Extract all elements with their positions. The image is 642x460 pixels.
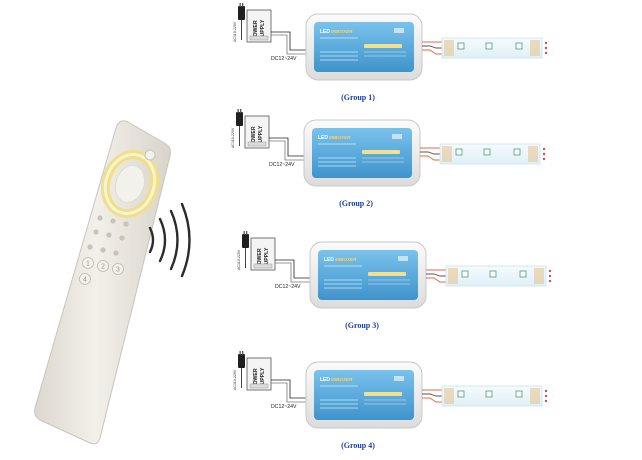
psu-label-line2: SUPPLY [260, 367, 266, 388]
led-strip [441, 37, 548, 59]
psu-label-line2: SUPPLY [258, 125, 264, 146]
output-wires [422, 41, 444, 55]
led-chip [513, 148, 521, 156]
controller-brand: MIBOXER [331, 29, 353, 34]
psu-label-line2: SUPPLY [264, 247, 270, 268]
psu-label-line1: POWER [251, 126, 257, 146]
keypad-key-4: 4 [79, 273, 91, 285]
output-wires [422, 389, 444, 403]
ac-input-label: AC110-220V [233, 21, 237, 42]
color-wheel [100, 150, 160, 218]
ac-input-label: AC110-220V [233, 369, 237, 390]
psu-label-line1: POWER [253, 20, 259, 40]
dc-output-label: DC12~24V [271, 56, 297, 62]
led-chip [457, 390, 465, 398]
group-label: (Group 2) [339, 199, 373, 208]
power-button [144, 149, 156, 161]
led-strip [441, 385, 548, 407]
group-label: (Group 1) [341, 93, 375, 102]
led-chip [455, 148, 463, 156]
led-chip [519, 270, 527, 278]
led-strip [445, 265, 552, 287]
keypad-key-2: 2 [97, 260, 109, 272]
output-wires [420, 147, 442, 161]
keypad-key-3: 3 [112, 263, 124, 275]
signal-waves-icon [148, 202, 191, 278]
controller-brand: MIBOXER [335, 257, 357, 262]
ac-input-label: AC110-220V [231, 127, 235, 148]
ac-input-label: AC110-220V [237, 249, 241, 270]
keypad-key-1: 1 [82, 257, 94, 269]
remote-keypad: 1 2 3 4 [79, 257, 124, 285]
psu-label-line1: POWER [253, 368, 259, 388]
psu-label-line2: SUPPLY [260, 19, 266, 40]
led-chip [483, 148, 491, 156]
keypad-key-label: 4 [83, 277, 87, 284]
psu-label-line1: POWER [257, 248, 263, 268]
plug-icon [236, 109, 243, 146]
dc-output-label: DC12~24V [275, 284, 301, 290]
led-chip [457, 42, 465, 50]
controller-brand: MIBOXER [329, 135, 351, 140]
plug-icon [238, 351, 245, 388]
controller-title: LED [320, 377, 330, 383]
keypad-key-label: 1 [86, 261, 90, 268]
controller-title: LED [324, 257, 334, 263]
dc-output-label: DC12~24V [271, 404, 297, 410]
controller-title: LED [320, 29, 330, 35]
keypad-key-label: 2 [101, 264, 105, 271]
output-wires [426, 269, 448, 283]
dc-output-label: DC12~24V [269, 162, 295, 168]
group-label: (Group 4) [341, 441, 375, 450]
led-chip [485, 390, 493, 398]
group-label: (Group 3) [345, 321, 379, 330]
plug-icon [242, 231, 249, 268]
led-strip [439, 143, 546, 165]
remote-small-buttons [87, 215, 129, 256]
led-chip [489, 270, 497, 278]
controller-title: LED [318, 135, 328, 141]
led-chip [461, 270, 469, 278]
led-chip [515, 42, 523, 50]
remote-body [34, 120, 171, 445]
controller-brand: MIBOXER [331, 377, 353, 382]
remote-control: 1 2 3 4 [34, 120, 191, 445]
keypad-key-label: 3 [116, 267, 120, 274]
led-chip [515, 390, 523, 398]
plug-icon [238, 3, 245, 40]
led-chip [485, 42, 493, 50]
